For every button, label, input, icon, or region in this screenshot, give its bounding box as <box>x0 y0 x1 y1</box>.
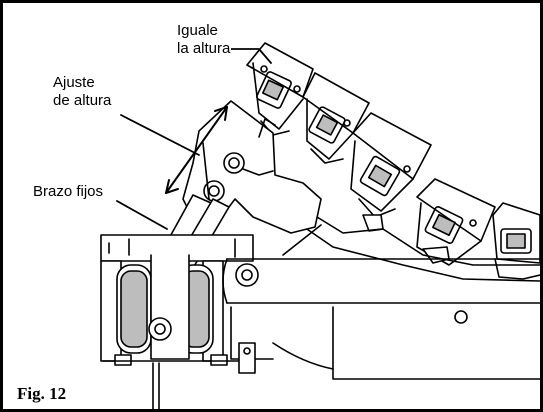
fixed-arm-label: Brazo fijos <box>32 183 105 201</box>
roller-bracket-group <box>246 42 540 280</box>
level-height-label: Iguale la altura <box>176 22 232 58</box>
horizontal-beam <box>222 258 540 380</box>
base-block <box>100 234 254 409</box>
roller-bracket-5 <box>492 202 540 280</box>
adjust-height-label-line2: de altura <box>53 92 112 109</box>
angled-frame <box>264 184 540 282</box>
roller-bracket-4 <box>416 178 496 266</box>
leader-adjust <box>120 114 200 156</box>
roller-bracket-3 <box>350 112 432 232</box>
roller-bracket-2 <box>302 72 370 164</box>
level-height-label-line2: la altura <box>177 40 231 57</box>
figure-caption: Fig. 12 <box>17 384 67 403</box>
adjust-height-label: Ajuste de altura <box>52 74 113 110</box>
height-adjust-bracket <box>182 100 322 234</box>
adjust-height-label-line1: Ajuste <box>53 74 95 91</box>
leader-fixed-arm <box>116 200 168 230</box>
adjust-height-arrow <box>165 106 228 194</box>
conveyor-adjustment-drawing <box>100 42 540 409</box>
level-height-label-line1: Iguale <box>177 22 218 39</box>
